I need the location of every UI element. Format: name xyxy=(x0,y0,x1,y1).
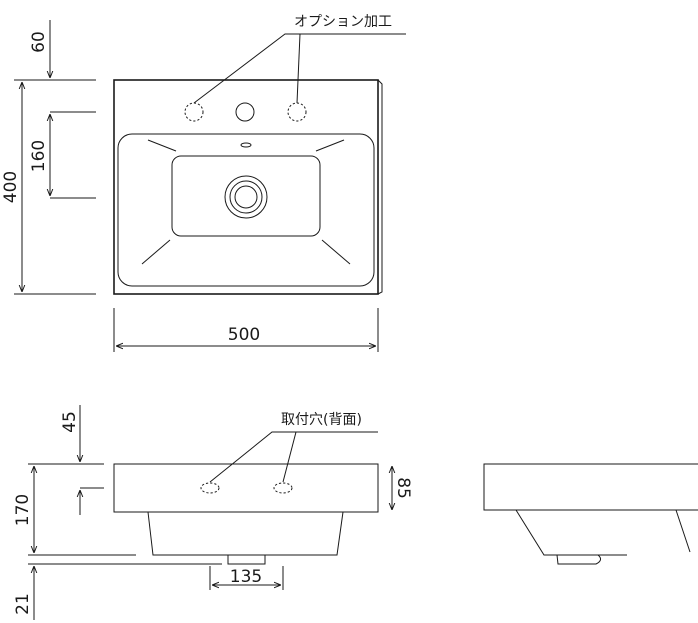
dim-rim-label: 85 xyxy=(393,477,413,499)
top-view: オプション加工 500 400 60 160 xyxy=(1,14,406,352)
dim-height-label: 170 xyxy=(13,494,33,526)
bowl-outline xyxy=(117,133,375,287)
callout-leader xyxy=(209,431,378,483)
callout-leader xyxy=(193,33,406,104)
dim-depth-label: 400 xyxy=(1,171,21,203)
back-wall-edge xyxy=(675,509,691,553)
callout-leader xyxy=(282,431,297,483)
basin-body-front xyxy=(147,511,344,556)
basin-rim-front xyxy=(113,463,379,513)
dim-top-offset-label: 60 xyxy=(29,31,49,53)
callout-leader xyxy=(296,33,301,104)
basin-rim-side xyxy=(483,463,698,511)
dim-offset-label: 45 xyxy=(60,411,80,433)
mount-hole-left xyxy=(200,482,220,494)
basin-body-side xyxy=(515,509,627,556)
drain-body-side xyxy=(556,554,602,565)
dim-drain-width-label: 135 xyxy=(230,567,262,587)
bowl-floor xyxy=(171,155,321,237)
dim-hole-span-label: 160 xyxy=(29,140,49,172)
rim-edge xyxy=(377,79,383,295)
basin-outline-top xyxy=(113,79,379,295)
drain-icon xyxy=(224,175,268,219)
slope-line xyxy=(141,239,171,265)
optional-hole-right xyxy=(287,102,307,122)
slope-line xyxy=(147,139,177,152)
front-view: 取付穴(背面) 45 170 21 135 85 xyxy=(13,405,413,620)
dim-width-label: 500 xyxy=(228,325,260,345)
faucet-hole xyxy=(235,102,255,122)
drain-inner xyxy=(234,185,258,209)
callout-option-processing: オプション加工 xyxy=(294,14,392,30)
drain-body xyxy=(227,555,266,565)
mount-hole-right xyxy=(273,482,293,494)
drain-ring xyxy=(229,180,263,214)
slope-line xyxy=(321,239,351,265)
side-view xyxy=(483,463,698,565)
overflow-slot xyxy=(240,142,252,148)
dim-drain-height-label: 21 xyxy=(13,593,33,615)
optional-hole-left xyxy=(184,102,204,122)
callout-mounting-holes: 取付穴(背面) xyxy=(281,412,362,428)
slope-line xyxy=(315,139,345,152)
